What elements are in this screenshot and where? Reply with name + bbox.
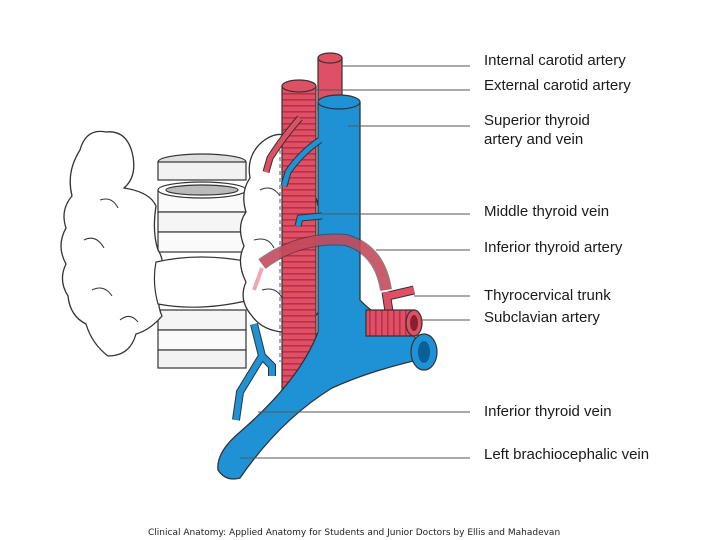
label-superior-thyroid-line2: artery and vein — [484, 131, 584, 148]
label-left-brachiocephalic-vein: Left brachiocephalic vein — [484, 446, 650, 463]
label-external-carotid: External carotid artery — [484, 77, 631, 94]
label-thyrocervical-trunk: Thyrocervical trunk — [484, 287, 611, 304]
leader-lines — [240, 65, 470, 459]
source-credit: Clinical Anatomy: Applied Anatomy for St… — [148, 528, 561, 538]
label-middle-thyroid-vein: Middle thyroid vein — [484, 203, 610, 220]
label-subclavian-artery: Subclavian artery — [484, 309, 600, 326]
label-superior-thyroid-line1: Superior thyroid — [484, 112, 590, 129]
label-inferior-thyroid-artery: Inferior thyroid artery — [484, 239, 623, 256]
label-internal-carotid: Internal carotid artery — [484, 52, 626, 69]
thyroid-right-lobe — [60, 130, 164, 357]
label-inferior-thyroid-vein: Inferior thyroid vein — [484, 403, 612, 420]
